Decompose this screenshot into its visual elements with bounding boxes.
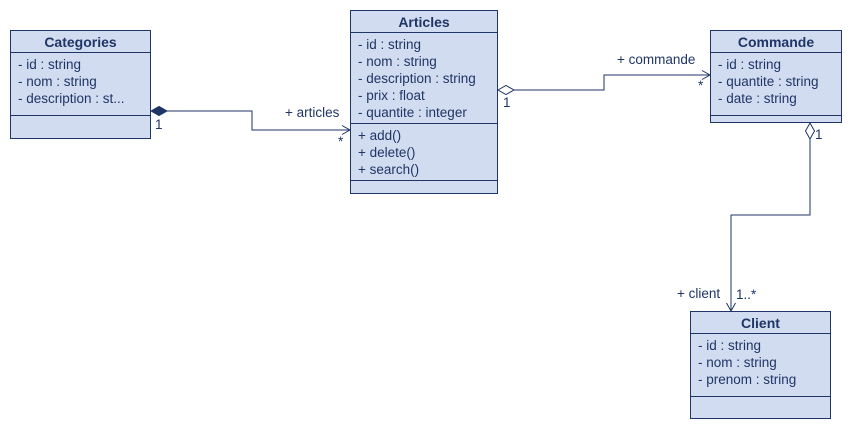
- assoc-commande-client-line: [730, 139, 811, 311]
- attribute: - date : string: [718, 91, 797, 106]
- role-label-articles: + articles: [285, 105, 340, 120]
- attribute: - id : string: [698, 338, 762, 353]
- multiplicity-source: 1: [503, 95, 511, 110]
- operation: + add(): [358, 128, 402, 143]
- attribute: - description : st...: [18, 91, 125, 106]
- multiplicity-target: 1..*: [736, 287, 757, 302]
- operations-section: [691, 397, 830, 402]
- attribute: - quantite : integer: [358, 105, 467, 120]
- aggregation-diamond-icon: [496, 84, 516, 96]
- assoc-categories-articles-line: [166, 110, 350, 131]
- operations-section: [711, 116, 841, 121]
- attribute: - prenom : string: [698, 372, 797, 387]
- attribute: - description : string: [358, 71, 476, 86]
- attribute: - id : string: [358, 37, 422, 52]
- class-categories[interactable]: Categories - id : string - nom : string …: [10, 30, 151, 139]
- attribute: - nom : string: [358, 54, 437, 69]
- attributes-section: - id : string - nom : string - prenom : …: [691, 334, 830, 397]
- operation: + delete(): [358, 145, 416, 160]
- attributes-section: - id : string - quantite : string - date…: [711, 53, 841, 116]
- class-name: Articles: [351, 11, 497, 33]
- role-label-client: + client: [677, 286, 721, 301]
- multiplicity-target: *: [338, 134, 344, 149]
- multiplicity-source: 1: [155, 117, 163, 132]
- role-label-commande: + commande: [617, 52, 696, 67]
- class-name: Client: [691, 312, 830, 334]
- attribute: - id : string: [718, 57, 782, 72]
- attributes-section: - id : string - nom : string - descripti…: [351, 33, 497, 124]
- attribute: - id : string: [18, 57, 82, 72]
- attributes-section: - id : string - nom : string - descripti…: [11, 53, 150, 116]
- assoc-articles-commande-line: [514, 74, 710, 91]
- aggregation-diamond-icon: [804, 121, 816, 141]
- attribute: - quantite : string: [718, 74, 819, 89]
- class-name: Commande: [711, 31, 841, 53]
- attribute: - nom : string: [18, 74, 97, 89]
- attribute: - nom : string: [698, 355, 777, 370]
- empty-section: [351, 181, 497, 186]
- class-name: Categories: [11, 31, 150, 53]
- multiplicity-target: *: [698, 78, 704, 93]
- operation: + search(): [358, 162, 420, 177]
- class-commande[interactable]: Commande - id : string - quantite : stri…: [710, 30, 842, 123]
- operations-section: + add() + delete() + search(): [351, 124, 497, 181]
- class-articles[interactable]: Articles - id : string - nom : string - …: [350, 10, 498, 194]
- composition-diamond-icon: [149, 105, 169, 117]
- attribute: - prix : float: [358, 88, 425, 103]
- operations-section: [11, 116, 150, 121]
- multiplicity-source: 1: [815, 127, 823, 142]
- class-client[interactable]: Client - id : string - nom : string - pr…: [690, 311, 831, 419]
